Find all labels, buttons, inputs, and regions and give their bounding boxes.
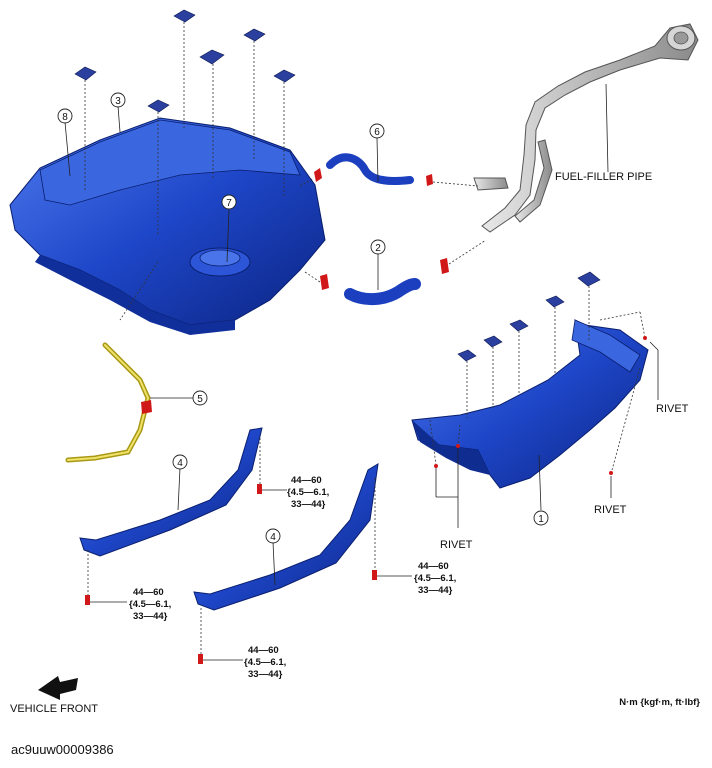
svg-text:1: 1 (538, 514, 544, 525)
label-rivet-right-lower: RIVET (594, 504, 627, 516)
tank-clips (74, 9, 296, 113)
svg-text:4: 4 (177, 458, 183, 469)
callout-5: 5 (192, 390, 208, 406)
svg-text:6: 6 (374, 127, 380, 138)
callout-3: 3 (110, 92, 126, 108)
breather-hose-5 (65, 261, 159, 463)
callout-markers: 1 2 3 4 4 5 6 7 (57, 92, 549, 544)
insulator-clip-leaders (429, 286, 646, 471)
torque-spec-3: 44—60 {4.5—6.1, 33—44} (414, 561, 456, 596)
vehicle-front-arrow-icon (38, 676, 78, 700)
strap-leaders (87, 438, 412, 661)
torque-unit-note: N·m {kgf·m, ft·lbf} (619, 697, 700, 708)
callout-2: 2 (370, 239, 386, 255)
torque-spec-1: 44—60 {4.5—6.1, 33—44} (287, 475, 329, 510)
callout-4-left: 4 (172, 454, 188, 470)
label-vehicle-front: VEHICLE FRONT (10, 703, 98, 715)
callout-6: 6 (369, 123, 385, 139)
label-fuel-filler-pipe: FUEL-FILLER PIPE (555, 171, 652, 183)
hose-6-leaders (299, 177, 479, 187)
svg-text:{4.5—6.1,: {4.5—6.1, (244, 657, 286, 668)
tank-strap-right (193, 463, 379, 611)
svg-text:2: 2 (375, 243, 381, 254)
svg-text:33—44}: 33—44} (133, 611, 168, 622)
svg-text:8: 8 (62, 112, 68, 123)
tank-strap-left (79, 427, 263, 557)
callout-1: 1 (533, 510, 549, 526)
svg-text:{4.5—6.1,: {4.5—6.1, (287, 487, 329, 498)
svg-text:7: 7 (226, 198, 232, 209)
svg-text:{4.5—6.1,: {4.5—6.1, (129, 599, 171, 610)
fuel-tank (9, 117, 326, 335)
torque-spec-4: 44—60 {4.5—6.1, 33—44} (244, 645, 286, 680)
tank-clip-leaders (84, 22, 285, 236)
callout-leaders (64, 83, 659, 586)
torque-spec-2: 44—60 {4.5—6.1, 33—44} (129, 587, 171, 622)
svg-text:4: 4 (270, 532, 276, 543)
strap-bolts (85, 484, 377, 664)
callout-4-right: 4 (265, 528, 281, 544)
callout-7: 7 (221, 194, 237, 210)
rivets (434, 336, 647, 475)
svg-text:3: 3 (115, 96, 121, 107)
label-rivet-center: RIVET (440, 539, 473, 551)
svg-text:44—60: 44—60 (133, 587, 164, 598)
svg-text:33—44}: 33—44} (418, 585, 453, 596)
svg-text:5: 5 (197, 394, 203, 405)
svg-text:33—44}: 33—44} (248, 669, 283, 680)
callout-8: 8 (57, 108, 73, 124)
label-rivet-right-upper: RIVET (656, 403, 689, 415)
insulator-clips (457, 271, 601, 362)
svg-text:44—60: 44—60 (291, 475, 322, 486)
figure-code: ac9uuw00009386 (11, 742, 114, 757)
hose-6 (314, 153, 433, 186)
heat-insulator (411, 319, 649, 489)
hose-2-leaders (304, 239, 487, 283)
hose-2 (320, 258, 449, 305)
svg-text:{4.5—6.1,: {4.5—6.1, (414, 573, 456, 584)
svg-text:33—44}: 33—44} (291, 499, 326, 510)
svg-text:44—60: 44—60 (248, 645, 279, 656)
svg-text:44—60: 44—60 (418, 561, 449, 572)
fuel-filler-pipe (473, 23, 699, 233)
